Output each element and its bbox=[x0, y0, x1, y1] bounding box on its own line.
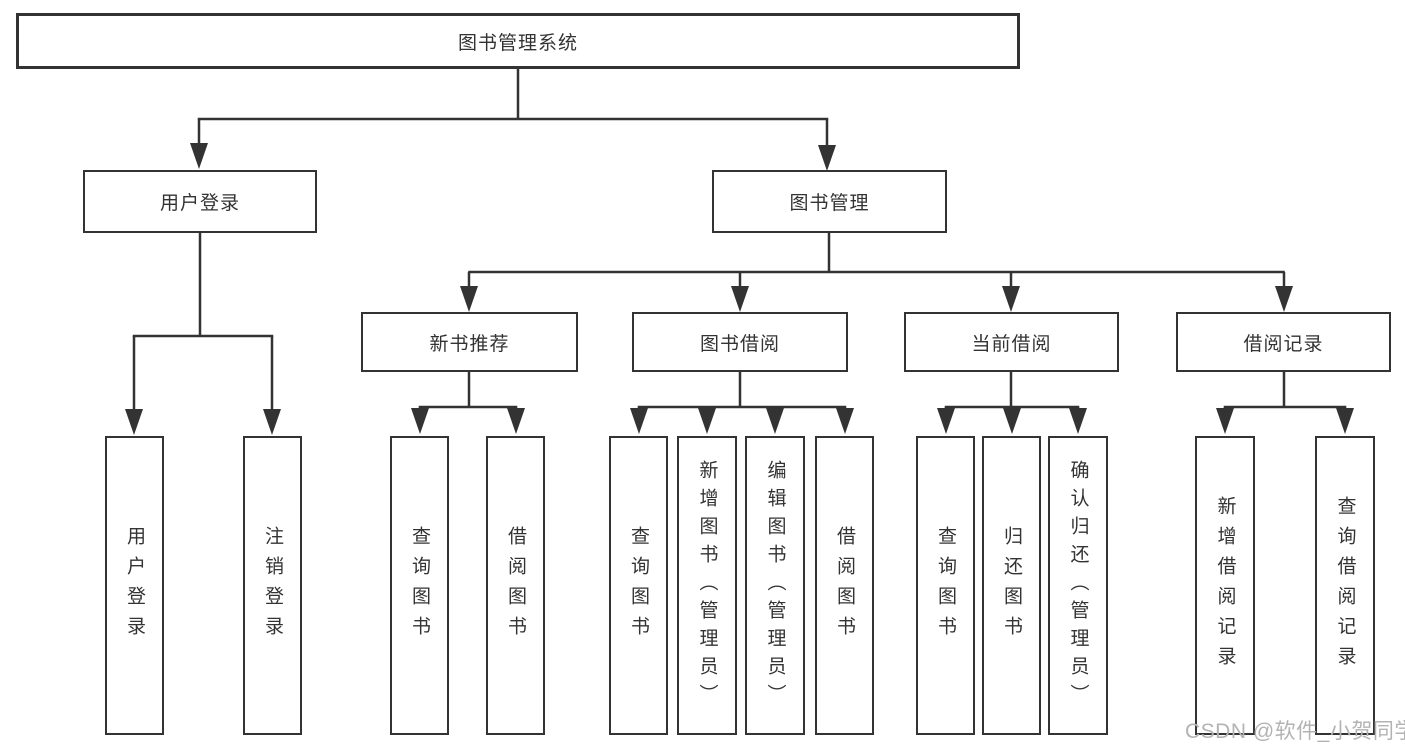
node-label: 当前借阅 bbox=[971, 333, 1052, 355]
node-label: 借阅图书 bbox=[834, 525, 855, 646]
node-book-borrow: 图书借阅 bbox=[632, 312, 848, 372]
leaf-confirm-return-admin: 确认归还（管理员） bbox=[1048, 436, 1108, 735]
node-user-login-branch: 用户登录 bbox=[83, 170, 317, 233]
leaf-query-borrow-record: 查询借阅记录 bbox=[1315, 436, 1375, 735]
node-label: 新书推荐 bbox=[429, 333, 510, 355]
connector-root-to-level2 bbox=[190, 68, 836, 171]
connector-new-book-children bbox=[411, 372, 525, 434]
node-label: 图书借阅 bbox=[699, 333, 780, 355]
leaf-borrow-book-1: 借阅图书 bbox=[486, 436, 545, 735]
node-label: 借阅图书 bbox=[505, 525, 526, 646]
leaf-return-book: 归还图书 bbox=[982, 436, 1041, 735]
connector-book-borrow-children bbox=[630, 372, 854, 434]
node-current-borrow: 当前借阅 bbox=[904, 312, 1119, 372]
leaf-user-login: 用户登录 bbox=[105, 436, 164, 735]
node-label: 借阅记录 bbox=[1243, 333, 1324, 355]
node-label: 图书管理系统 bbox=[457, 32, 578, 54]
leaf-add-book-admin: 新增图书（管理员） bbox=[677, 436, 737, 735]
node-label: 查询图书 bbox=[409, 525, 430, 646]
node-label: 查询借阅记录 bbox=[1334, 495, 1356, 676]
leaf-logout: 注销登录 bbox=[243, 436, 302, 735]
leaf-borrow-book-2: 借阅图书 bbox=[815, 436, 874, 735]
connector-borrow-record-children bbox=[1216, 372, 1354, 434]
node-label: 图书管理 bbox=[789, 193, 870, 214]
node-label: 归还图书 bbox=[1001, 525, 1022, 646]
node-label: 查询图书 bbox=[628, 525, 649, 646]
leaf-query-book-3: 查询图书 bbox=[916, 436, 975, 735]
node-label: 注销登录 bbox=[262, 525, 283, 646]
node-label: 新增图书（管理员） bbox=[696, 459, 718, 712]
node-label: 用户登录 bbox=[124, 525, 145, 646]
connector-user-login-children bbox=[125, 233, 281, 435]
node-label: 编辑图书（管理员） bbox=[764, 459, 786, 712]
leaf-query-book-1: 查询图书 bbox=[390, 436, 449, 735]
node-borrow-record: 借阅记录 bbox=[1176, 312, 1391, 372]
csdn-watermark: CSDN @软件_小贺同学 bbox=[1185, 720, 1405, 743]
node-label: 用户登录 bbox=[159, 193, 240, 214]
connector-book-management-children bbox=[460, 233, 1293, 312]
node-label: 查询图书 bbox=[935, 525, 956, 646]
leaf-query-book-2: 查询图书 bbox=[609, 436, 668, 735]
node-label: 新增借阅记录 bbox=[1214, 495, 1236, 676]
node-new-book-recommend: 新书推荐 bbox=[361, 312, 578, 372]
node-label: 确认归还（管理员） bbox=[1067, 459, 1089, 712]
connector-current-borrow-children bbox=[937, 372, 1087, 434]
leaf-add-borrow-record: 新增借阅记录 bbox=[1195, 436, 1255, 735]
node-book-management-branch: 图书管理 bbox=[712, 170, 947, 233]
leaf-edit-book-admin: 编辑图书（管理员） bbox=[745, 436, 805, 735]
node-library-management-system: 图书管理系统 bbox=[16, 13, 1020, 69]
